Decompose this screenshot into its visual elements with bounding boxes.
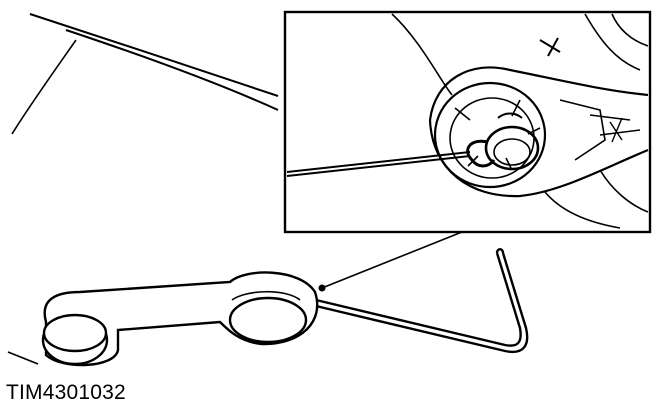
inset-trim xyxy=(391,13,649,229)
reference-tick xyxy=(7,351,39,365)
hook-tool-icon xyxy=(315,248,529,354)
handle-closeup xyxy=(428,66,649,198)
hook-tool-inset xyxy=(286,151,471,177)
figure-caption: TIM4301032 xyxy=(6,381,126,404)
window-winder-handle-icon xyxy=(41,271,319,367)
door-trim-lines xyxy=(11,13,279,135)
detail-inset xyxy=(283,10,652,234)
leader-line xyxy=(318,231,463,292)
retaining-clip-icon xyxy=(466,112,523,168)
